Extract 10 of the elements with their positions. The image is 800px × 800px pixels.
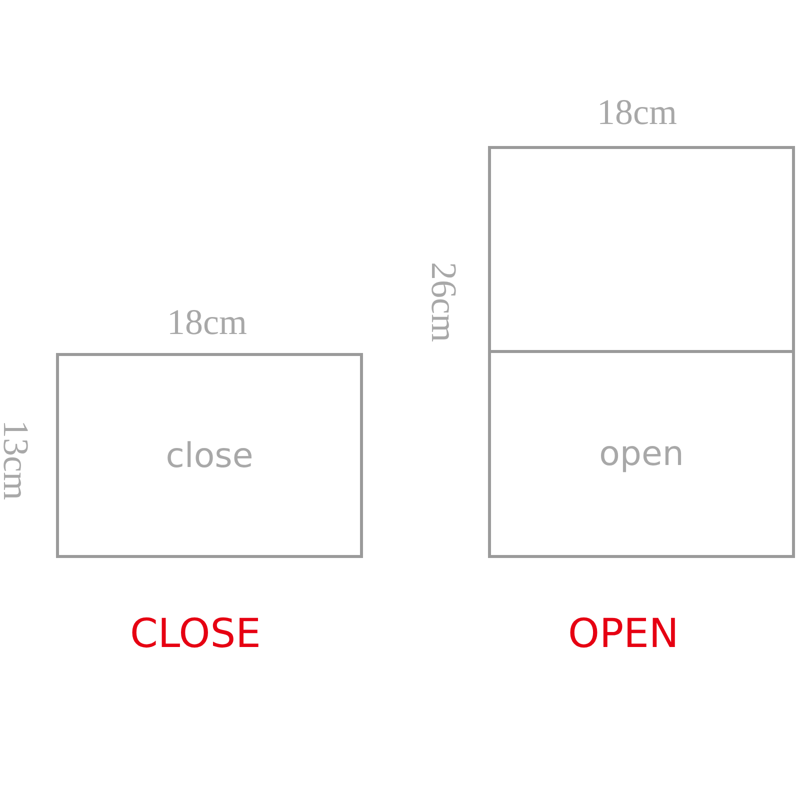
dimension-label: 13cm [0,420,34,500]
panel-box [56,353,363,558]
state-label: CLOSE [130,614,261,654]
dimension-label: 18cm [597,94,677,130]
dimension-label: 18cm [167,304,247,340]
state-label: OPEN [568,614,679,654]
dimension-label: 26cm [426,262,462,342]
panel-box [488,350,795,558]
panel-label: open [599,434,684,474]
panel-label: close [166,436,254,476]
